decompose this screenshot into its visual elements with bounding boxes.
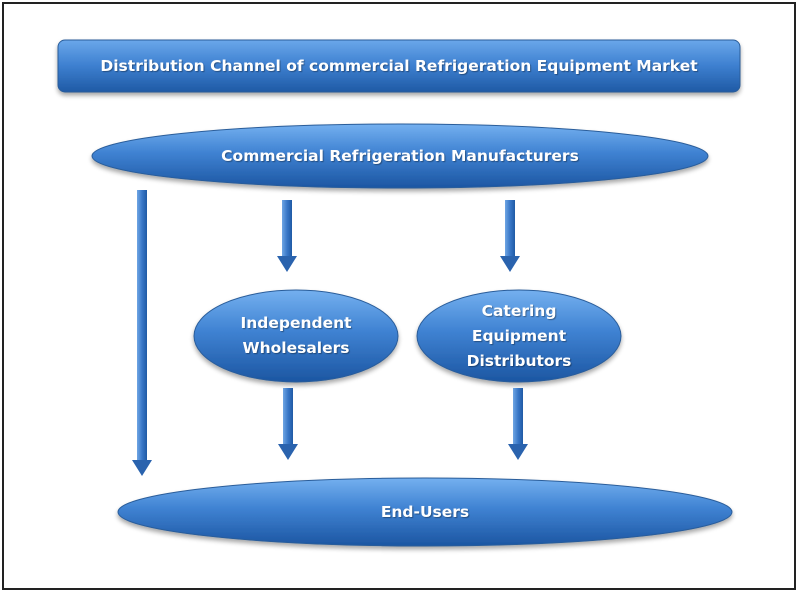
distributors-label: Catering Equipment Distributors bbox=[466, 301, 572, 370]
title-box bbox=[57, 39, 741, 93]
manufacturers-node bbox=[91, 123, 709, 189]
arrow-distributors-to-end-users bbox=[508, 388, 528, 460]
arrow-wholesalers-to-end-users bbox=[278, 388, 298, 460]
end-users-label: End-Users bbox=[380, 503, 470, 521]
diagram-title: Distribution Channel of commercial Refri… bbox=[100, 57, 698, 75]
arrow-manufacturers-to-distributors bbox=[500, 200, 520, 272]
wholesalers-label: Independent Wholesalers bbox=[240, 314, 352, 357]
wholesalers-node bbox=[193, 289, 399, 383]
arrow-manufacturers-to-wholesalers bbox=[277, 200, 297, 272]
arrow-manufacturers-to-end-users bbox=[132, 190, 152, 476]
distributors-node bbox=[416, 289, 622, 383]
manufacturers-label: Commercial Refrigeration Manufacturers bbox=[221, 147, 579, 165]
end-users-node bbox=[117, 477, 733, 547]
